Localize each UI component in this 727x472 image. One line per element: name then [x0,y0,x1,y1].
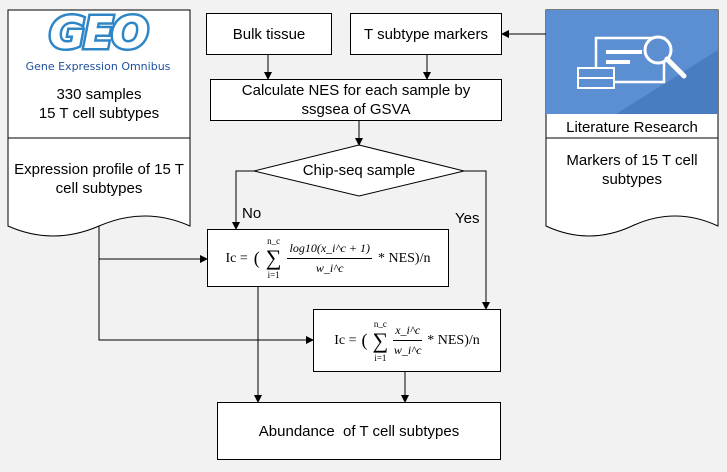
formula2-open-paren: ( [361,330,368,350]
geo-profile-text: Expression profile of 15 T cell subtypes [14,161,184,197]
formula2-lower: i=1 [374,352,387,363]
formula1-fraction: log10(x_i^c + 1) w_i^c [287,239,372,278]
formula2-denominator: w_i^c [393,343,422,357]
formula2-fraction: x_i^c w_i^c [393,321,423,360]
formula-no-chipseq-box: Ic = ( n_c ∑ i=1 log10(x_i^c + 1) w_i^c … [207,229,449,287]
abundance-result-box: Abundance of T cell subtypes [217,402,501,460]
sum-icon: ∑ [265,245,282,270]
formula-no-chipseq: Ic = ( n_c ∑ i=1 log10(x_i^c + 1) w_i^c … [226,235,431,281]
formula-chipseq: Ic = ( n_c ∑ i=1 x_i^c w_i^c * NES)/n [334,318,480,364]
formula2-lhs: Ic = [334,333,357,348]
formula1-tail: * NES)/n [377,250,431,266]
formula1-open-paren: ( [253,247,260,268]
geo-subtypes: 15 T cell subtypes [38,105,160,122]
formula1-sum: n_c ∑ i=1 [266,235,282,281]
formula2-numerator: x_i^c [393,321,423,341]
abundance-result-label: Abundance of T cell subtypes [258,422,460,440]
no-label: No [242,205,262,222]
t-subtype-markers-box: T subtype markers [350,13,502,55]
geo-samples-text: 330 samples 15 T cell subtypes [8,85,190,123]
geo-logo-text: GEO [47,6,152,62]
formula2-tail: * NES)/n [427,333,480,348]
literature-image [546,10,718,114]
calculate-nes-label: Calculate NES for each sample by ssgsea … [241,82,471,118]
formula1-lhs: Ic = [225,250,248,266]
arrow-geo-to-formula2 [98,259,314,344]
formula1-denominator: w_i^c [315,260,344,275]
research-illustration [577,35,718,114]
geo-samples: 330 samples [56,86,142,103]
formula2-sum: n_c ∑ i=1 [373,318,389,364]
arrow-yes-branch [464,170,490,310]
formula2-upper: n_c [373,318,387,329]
formula1-lower: i=1 [267,270,280,280]
formula1-numerator: log10(x_i^c + 1) [287,239,372,259]
geo-document-shape [7,9,191,237]
t-subtype-markers-label: T subtype markers [364,25,488,43]
formula-chipseq-box: Ic = ( n_c ∑ i=1 x_i^c w_i^c * NES)/n [313,309,501,372]
calculate-nes-box: Calculate NES for each sample by ssgsea … [210,79,502,121]
bulk-tissue-label: Bulk tissue [232,25,306,43]
geo-logo-subtitle: Gene Expression Omnibus [25,60,171,73]
literature-title: Literature Research [566,119,698,136]
arrow-no-branch [232,170,254,230]
bulk-tissue-box: Bulk tissue [206,13,332,55]
geo-logo: GEO Gene Expression Omnibus [26,6,171,78]
sum-icon: ∑ [372,327,389,353]
decision-diamond [253,144,465,197]
decision-label: Chip-seq sample [302,162,416,179]
arrow-geo-to-formula1 [98,226,208,263]
yes-label: Yes [455,210,480,227]
magnifier-icon [643,35,673,65]
formula1-upper: n_c [267,236,281,246]
literature-markers: Markers of 15 T cell subtypes [566,152,698,188]
